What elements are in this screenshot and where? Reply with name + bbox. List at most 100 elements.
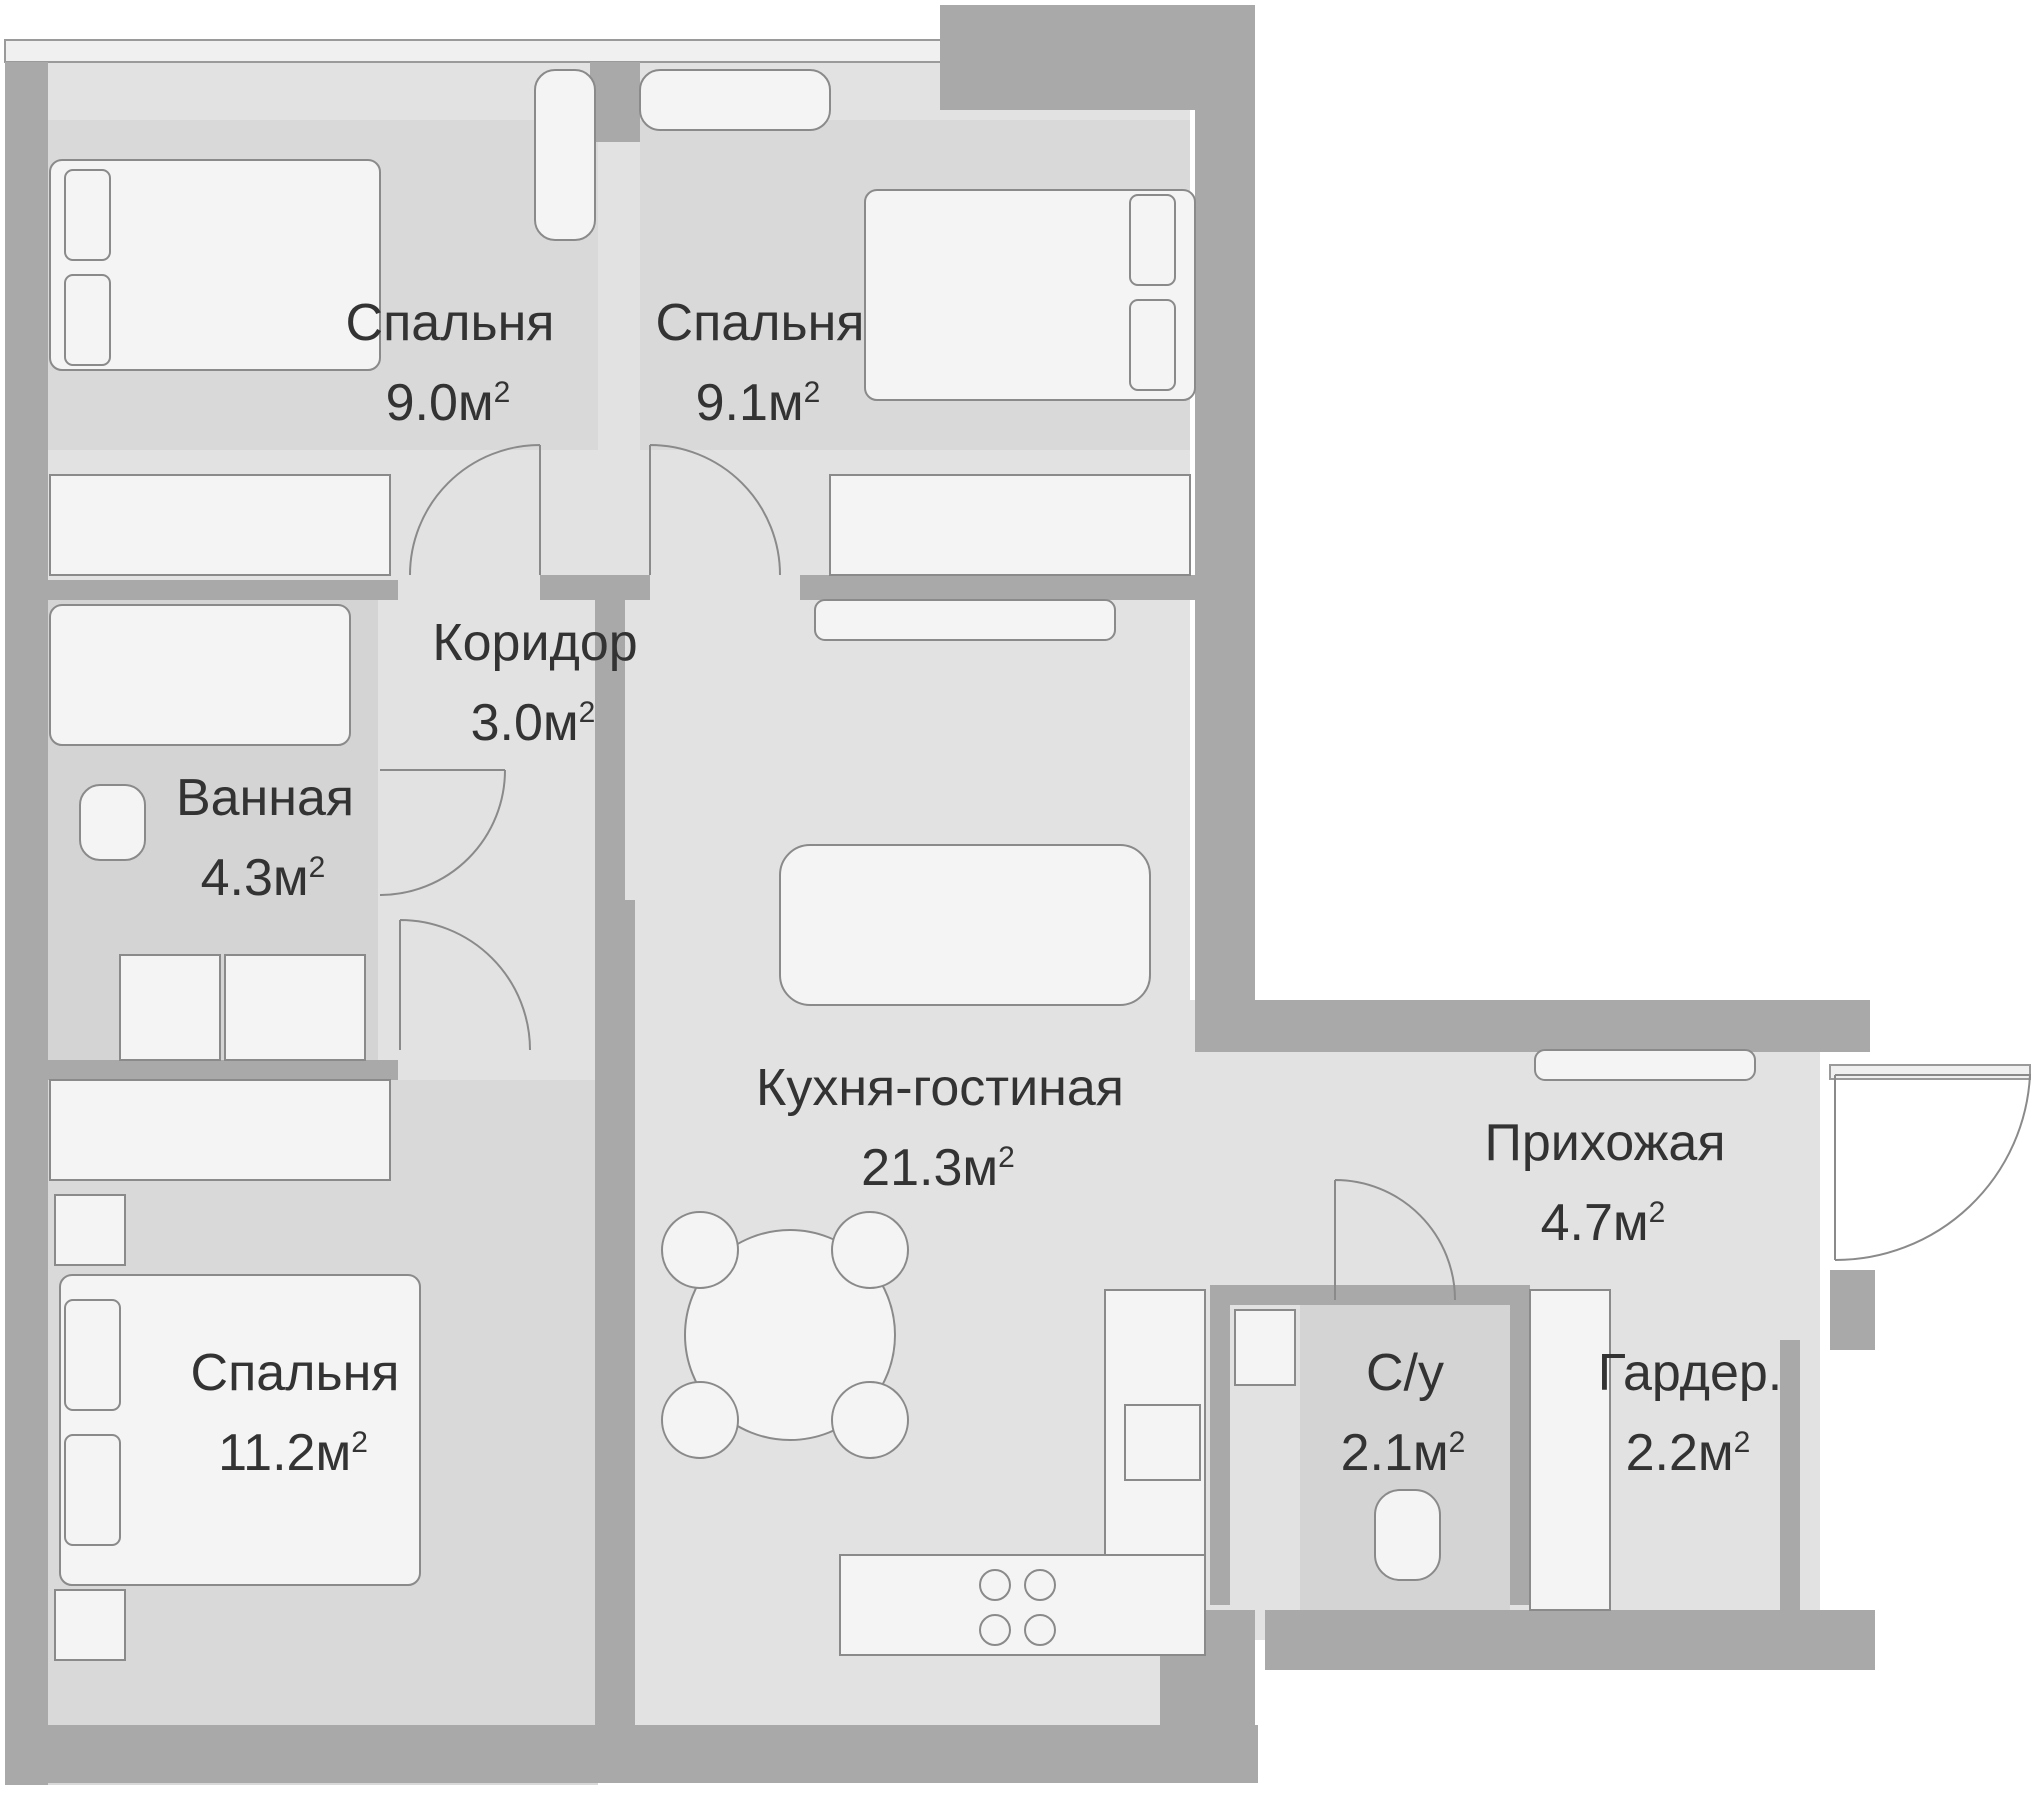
room-name-bedroom-1: Спальня <box>346 294 555 352</box>
room-area-unit-sup-bedroom-1: 2 <box>494 376 511 409</box>
burner-3 <box>979 1614 1011 1646</box>
room-area-value-wc: 2.1м <box>1341 1424 1449 1482</box>
walls <box>5 5 1875 1785</box>
door-entrance <box>1834 1074 2032 1262</box>
right-window <box>1829 1064 2031 1080</box>
room-name-wardrobe: Гардер. <box>1598 1344 1783 1402</box>
bed-1-pillow-b <box>64 274 111 366</box>
wc-wall-right <box>1510 1285 1530 1605</box>
bathtub <box>49 604 351 746</box>
door-bedroom-2 <box>649 444 781 576</box>
dining-table <box>684 1229 896 1441</box>
room-area-unit-sup-hallway: 2 <box>1649 1196 1666 1229</box>
room-name-kitchen-living: Кухня-гостиная <box>756 1059 1124 1117</box>
kitchen-sink <box>1124 1404 1201 1481</box>
chair-d <box>831 1381 909 1459</box>
desk-1 <box>534 69 596 241</box>
door-bathroom <box>379 769 506 896</box>
nightstand-top <box>54 1194 126 1266</box>
hallway-shelf <box>1534 1049 1756 1081</box>
right-upper-wall <box>1195 5 1255 1005</box>
top-window <box>4 39 951 63</box>
door-bedroom-3 <box>399 919 531 1051</box>
top-bedroom-separator <box>540 575 650 600</box>
room-labels: Спальня 9.0м2 Спальня 9.1м2 Коридор 3.0м… <box>176 294 1782 1482</box>
room-area-bedroom-1: 9.0м2 <box>386 374 511 432</box>
bedroom-divider <box>590 62 640 142</box>
room-area-value-bedroom-1: 9.0м <box>386 374 494 432</box>
room-area-wardrobe: 2.2м2 <box>1626 1424 1751 1482</box>
chair-a <box>661 1211 739 1289</box>
bed-2-pillow-a <box>1129 194 1176 286</box>
room-name-wc: С/у <box>1366 1344 1444 1402</box>
room-area-hallway: 4.7м2 <box>1541 1194 1666 1252</box>
room-area-wc: 2.1м2 <box>1341 1424 1466 1482</box>
room-area-value-bathroom: 4.3м <box>201 849 309 907</box>
room-area-bathroom: 4.3м2 <box>201 849 326 907</box>
room-area-value-corridor: 3.0м <box>471 694 579 752</box>
lower-right-wall <box>1265 1610 1875 1670</box>
bedroom-wall <box>48 580 398 600</box>
room-name-bedroom-3: Спальня <box>191 1344 400 1402</box>
chair-c <box>661 1381 739 1459</box>
room-area-unit-sup-corridor: 2 <box>579 696 596 729</box>
sofa <box>779 844 1151 1006</box>
burner-2 <box>1024 1569 1056 1601</box>
wardrobe-3 <box>49 1079 391 1181</box>
wardrobe-1 <box>49 474 391 576</box>
room-name-bedroom-2: Спальня <box>656 294 865 352</box>
doors <box>379 444 2032 1301</box>
wc-toilet <box>1374 1489 1441 1581</box>
room-area-unit-sup-bathroom: 2 <box>309 851 326 884</box>
door-wc <box>1334 1179 1456 1301</box>
bed-2-pillow-b <box>1129 299 1176 391</box>
sink <box>224 954 366 1061</box>
room-area-bedroom-2: 9.1м2 <box>696 374 821 432</box>
tv-unit <box>814 599 1116 641</box>
bed-3 <box>59 1274 421 1586</box>
room-area-value-hallway: 4.7м <box>1541 1194 1649 1252</box>
burner-4 <box>1024 1614 1056 1646</box>
furniture <box>49 69 1756 1661</box>
room-area-value-kitchen-living: 21.3м <box>861 1139 998 1197</box>
wardrobe-right-wall <box>1780 1340 1800 1650</box>
wardrobe-2 <box>829 474 1191 576</box>
room-name-hallway: Прихожая <box>1485 1114 1726 1172</box>
wc-wall-top <box>1210 1285 1510 1305</box>
room-area-value-wardrobe: 2.2м <box>1626 1424 1734 1482</box>
room-area-value-bedroom-2: 9.1м <box>696 374 804 432</box>
right-mid-wall <box>1195 1000 1870 1052</box>
central-column <box>595 900 635 1725</box>
bedroom-3-wall <box>48 1060 398 1080</box>
bottom-outer-wall <box>48 1725 1258 1783</box>
burner-1 <box>979 1569 1011 1601</box>
bed-1 <box>49 159 381 371</box>
bed-3-pillow-b <box>64 1434 121 1546</box>
room-area-unit-sup-kitchen-living: 2 <box>998 1141 1015 1174</box>
kitchen-counter-horizontal <box>839 1554 1206 1656</box>
washer <box>119 954 221 1061</box>
room-area-unit-sup-bedroom-3: 2 <box>351 1426 368 1459</box>
room-name-corridor: Коридор <box>432 614 637 672</box>
room-name-bathroom: Ванная <box>176 769 354 827</box>
chair-b <box>831 1211 909 1289</box>
nightstand-bottom <box>54 1589 126 1661</box>
toilet <box>79 784 146 861</box>
bed-3-pillow-a <box>64 1299 121 1411</box>
mid-bedroom-separator <box>800 575 1195 600</box>
door-bedroom-1 <box>409 444 541 576</box>
room-area-kitchen-living: 21.3м2 <box>861 1139 1015 1197</box>
left-outer-wall <box>5 62 48 1785</box>
room-area-unit-sup-bedroom-2: 2 <box>804 376 821 409</box>
bed-2 <box>864 189 1196 401</box>
room-area-unit-sup-wc: 2 <box>1449 1426 1466 1459</box>
bed-1-pillow-a <box>64 169 111 261</box>
right-corner-block <box>1830 1270 1875 1350</box>
room-area-value-bedroom-3: 11.2м <box>218 1424 351 1482</box>
wardrobe-rack <box>1529 1289 1611 1611</box>
room-area-bedroom-3: 11.2м2 <box>218 1424 368 1482</box>
room-area-corridor: 3.0м2 <box>471 694 596 752</box>
wc-wall-left <box>1210 1285 1230 1605</box>
wc-sink <box>1234 1309 1296 1386</box>
